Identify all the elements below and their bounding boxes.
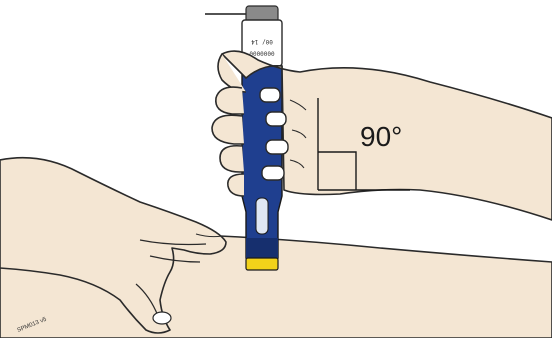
angle-label: 90°	[360, 121, 402, 152]
pen-label-line2: 00/ 14	[251, 38, 273, 45]
